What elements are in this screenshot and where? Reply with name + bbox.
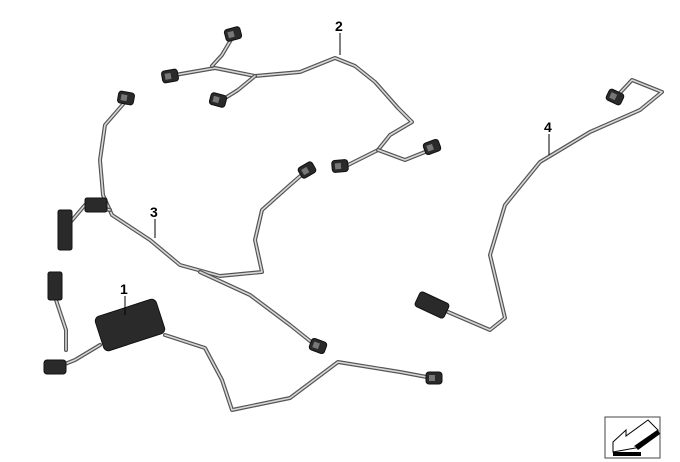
arrow-down-left-icon[interactable]	[604, 416, 661, 459]
callout-1: 1	[120, 281, 128, 315]
callout-4: 4	[544, 119, 552, 155]
svg-text:2: 2	[335, 18, 343, 34]
harness-4[interactable]	[414, 78, 664, 332]
svg-text:1: 1	[120, 281, 128, 297]
svg-text:3: 3	[150, 204, 158, 220]
callout-3: 3	[150, 204, 158, 238]
svg-text:4: 4	[544, 119, 552, 135]
callout-2: 2	[335, 18, 343, 55]
harness-2[interactable]	[160, 25, 443, 174]
harness-1[interactable]	[43, 271, 443, 412]
harness-3[interactable]	[57, 90, 329, 355]
